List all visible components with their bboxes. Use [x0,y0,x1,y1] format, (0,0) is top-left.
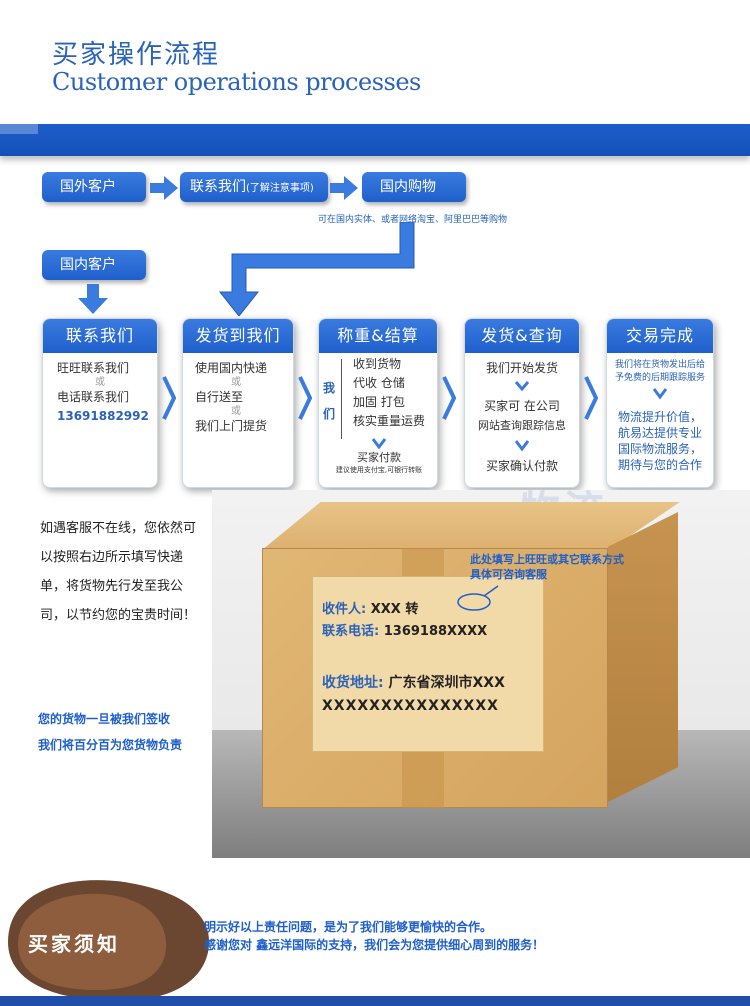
badge-text: 买家须知 [28,932,120,956]
label-hint-line: 具体可咨询客服 [470,568,547,581]
step-line: 我们将在货物发出后给 [614,360,705,370]
chevron-right-icon [298,376,312,420]
phone-line: 联系电话: 1369188XXXX [322,620,487,639]
step-weigh-title: 称重&结算 [319,319,437,353]
domestic-customer-pill: 国内客户 [42,250,146,280]
step-track-card: 发货&查询 我们开始发货 买家可 在公司 网站查询跟踪信息 买家确认付款 [464,318,580,488]
step-or: 或 [231,377,241,388]
recipient-value: XXX 转 [370,602,419,617]
step-line: 网站查询跟踪信息 [478,419,566,432]
address-value: 广东省深圳市XXX [388,675,505,691]
address-line-2: XXXXXXXXXXXXXXX [322,698,499,714]
recipient-line: 收件人: XXX 转 [322,598,418,617]
chevron-right-icon [442,376,456,420]
step-line: 物流提升价值， [617,410,702,424]
bracket-line [341,359,349,439]
step-track-title: 发货&查询 [465,319,579,353]
step-line: 电话联系我们 [57,390,130,404]
elbow-arrow-icon [218,222,415,316]
step-weigh-card: 称重&结算 我们 收到货物 代收 仓储 加固 打包 核实重量运费 买家付款 建议… [318,318,438,488]
phone-value: 1369188XXXX [383,624,488,639]
badge-shape [8,880,210,1001]
arrow-right-icon [150,176,178,200]
step-line: 代收 仓储 [353,376,405,390]
label-hint: 此处填写上旺旺或其它联系方式 具体可咨询客服 [470,552,624,582]
side-promise-line: 我们将百分百为您货物负责 [38,738,183,752]
step-line: 旺旺联系我们 [57,361,130,375]
arrow-down-icon [514,381,530,392]
foreign-customer-pill: 国外客户 [42,172,146,202]
step-ship-title: 发货到我们 [183,319,293,353]
phone-key: 联系电话: [322,624,380,639]
step-line: 我们上门提货 [195,419,268,433]
box-top [262,502,680,550]
contact-us-label: 联系我们 [190,179,246,195]
footer-notice: 明示好以上责任问题，是为了我们能够更愉快的合作。 感谢您对 鑫远洋国际的支持，我… [204,918,544,954]
address-line: 收货地址: 广东省深圳市XXX [322,672,505,692]
side-promise: 您的货物一旦被我们签收 我们将百分百为您货物负责 [38,706,218,758]
step-or: 或 [231,406,241,417]
arrow-down-icon [78,284,108,314]
step-line: 买家可 在公司 [484,399,560,413]
contact-us-note: (了解注意事项) [246,183,314,194]
step-done-title: 交易完成 [607,319,713,353]
step-line: 使用国内快递 [195,361,268,375]
domestic-shopping-pill: 国内购物 [362,172,466,202]
step-line: 航易达提供专业 [617,426,702,440]
step-line: 我们开始发货 [485,361,558,375]
recipient-key: 收件人: [322,602,367,617]
page-title-cn: 买家操作流程 [52,40,221,70]
contact-us-pill: 联系我们(了解注意事项) [180,172,328,202]
hint-arrow-icon [457,585,499,611]
step-line: 期待与您的合作 [617,458,702,472]
chevron-right-icon [162,376,176,420]
side-note: 如遇客服不在线，您依然可以按照右边所示填写快递单，将货物先行发至我公司，以节约您… [40,521,197,623]
header-band-accent [0,124,38,134]
side-promise-line: 您的货物一旦被我们签收 [38,712,171,726]
chevron-right-icon [584,376,598,420]
shopping-note: 可在国内实体、或者网络淘宝、阿里巴巴等购物 [318,215,508,225]
step-weigh-footnote: 建议使用支付宝,可银行转账 [335,466,423,474]
address-key: 收货地址: [322,675,384,691]
step-line: 予免费的后期跟踪服务 [614,373,705,383]
step-weigh-footer: 买家付款 [357,451,401,464]
step-line: 收到货物 [353,357,402,371]
step-contact-title: 联系我们 [43,319,157,353]
step-line: 加固 打包 [353,395,405,409]
shipping-label [312,576,544,752]
header-band [0,124,750,156]
box-side [608,512,678,802]
step-contact-card: 联系我们 旺旺联系我们 或 电话联系我们 13691882992 [42,318,158,488]
step-line: 自行送至 [195,390,244,404]
arrow-down-icon [652,388,668,400]
step-line: 国际物流服务， [617,442,702,456]
footer-bar [0,996,750,1006]
step-line: 买家确认付款 [485,459,558,473]
footer-line: 明示好以上责任问题，是为了我们能够更愉快的合作。 [204,920,493,934]
step-or: 或 [95,377,105,388]
step-line: 核实重量运费 [353,414,426,428]
arrow-right-icon [330,176,358,200]
label-hint-line: 此处填写上旺旺或其它联系方式 [470,553,624,566]
step-weigh-side: 我们 [323,381,336,421]
footer-line: 感谢您对 鑫远洋国际的支持，我们会为您提供细心周到的服务！ [204,938,545,952]
page-title-en: Customer operations processes [52,68,421,96]
step-ship-card: 发货到我们 使用国内快递 或 自行送至 或 我们上门提货 [182,318,294,488]
phone-number: 13691882992 [57,409,149,423]
arrow-down-icon [371,438,387,449]
step-done-card: 交易完成 我们将在货物发出后给 予免费的后期跟踪服务 物流提升价值， 航易达提供… [606,318,714,488]
arrow-down-icon [514,440,530,452]
